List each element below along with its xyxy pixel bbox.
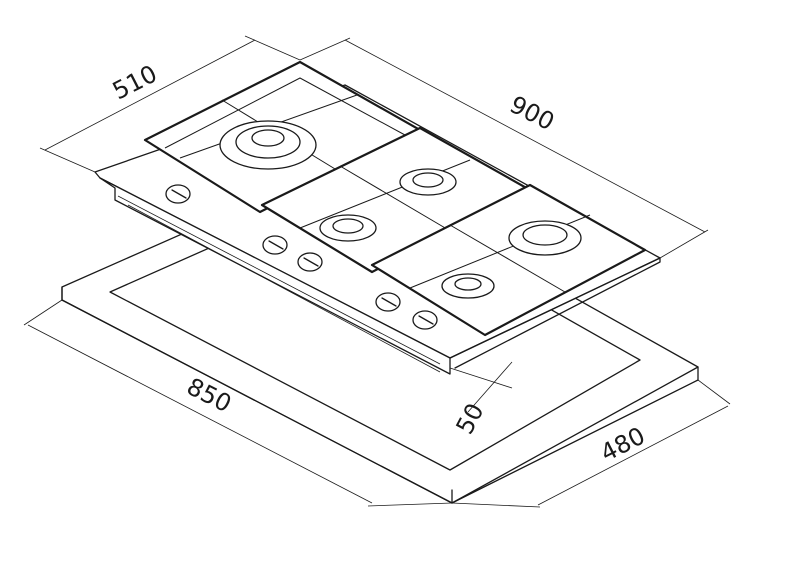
burner-rear-middle bbox=[399, 168, 457, 196]
control-knob-icon bbox=[412, 310, 438, 330]
burner-wok bbox=[219, 120, 317, 170]
label-900: 900 bbox=[505, 90, 559, 136]
control-knob-icon bbox=[262, 235, 288, 255]
control-knob-icon bbox=[165, 184, 191, 204]
dimension-50 bbox=[449, 361, 513, 413]
dimension-850 bbox=[23, 299, 453, 507]
burner-rear-right bbox=[508, 220, 582, 256]
dimension-510 bbox=[39, 35, 301, 173]
dimension-480 bbox=[451, 379, 731, 508]
label-510: 510 bbox=[108, 60, 162, 106]
control-knob-icon bbox=[297, 252, 323, 272]
burner-front-right bbox=[441, 273, 495, 299]
control-knob-icon bbox=[375, 292, 401, 312]
dimension-900 bbox=[299, 37, 709, 259]
control-knobs bbox=[165, 184, 438, 330]
burner-front-middle bbox=[319, 214, 377, 242]
